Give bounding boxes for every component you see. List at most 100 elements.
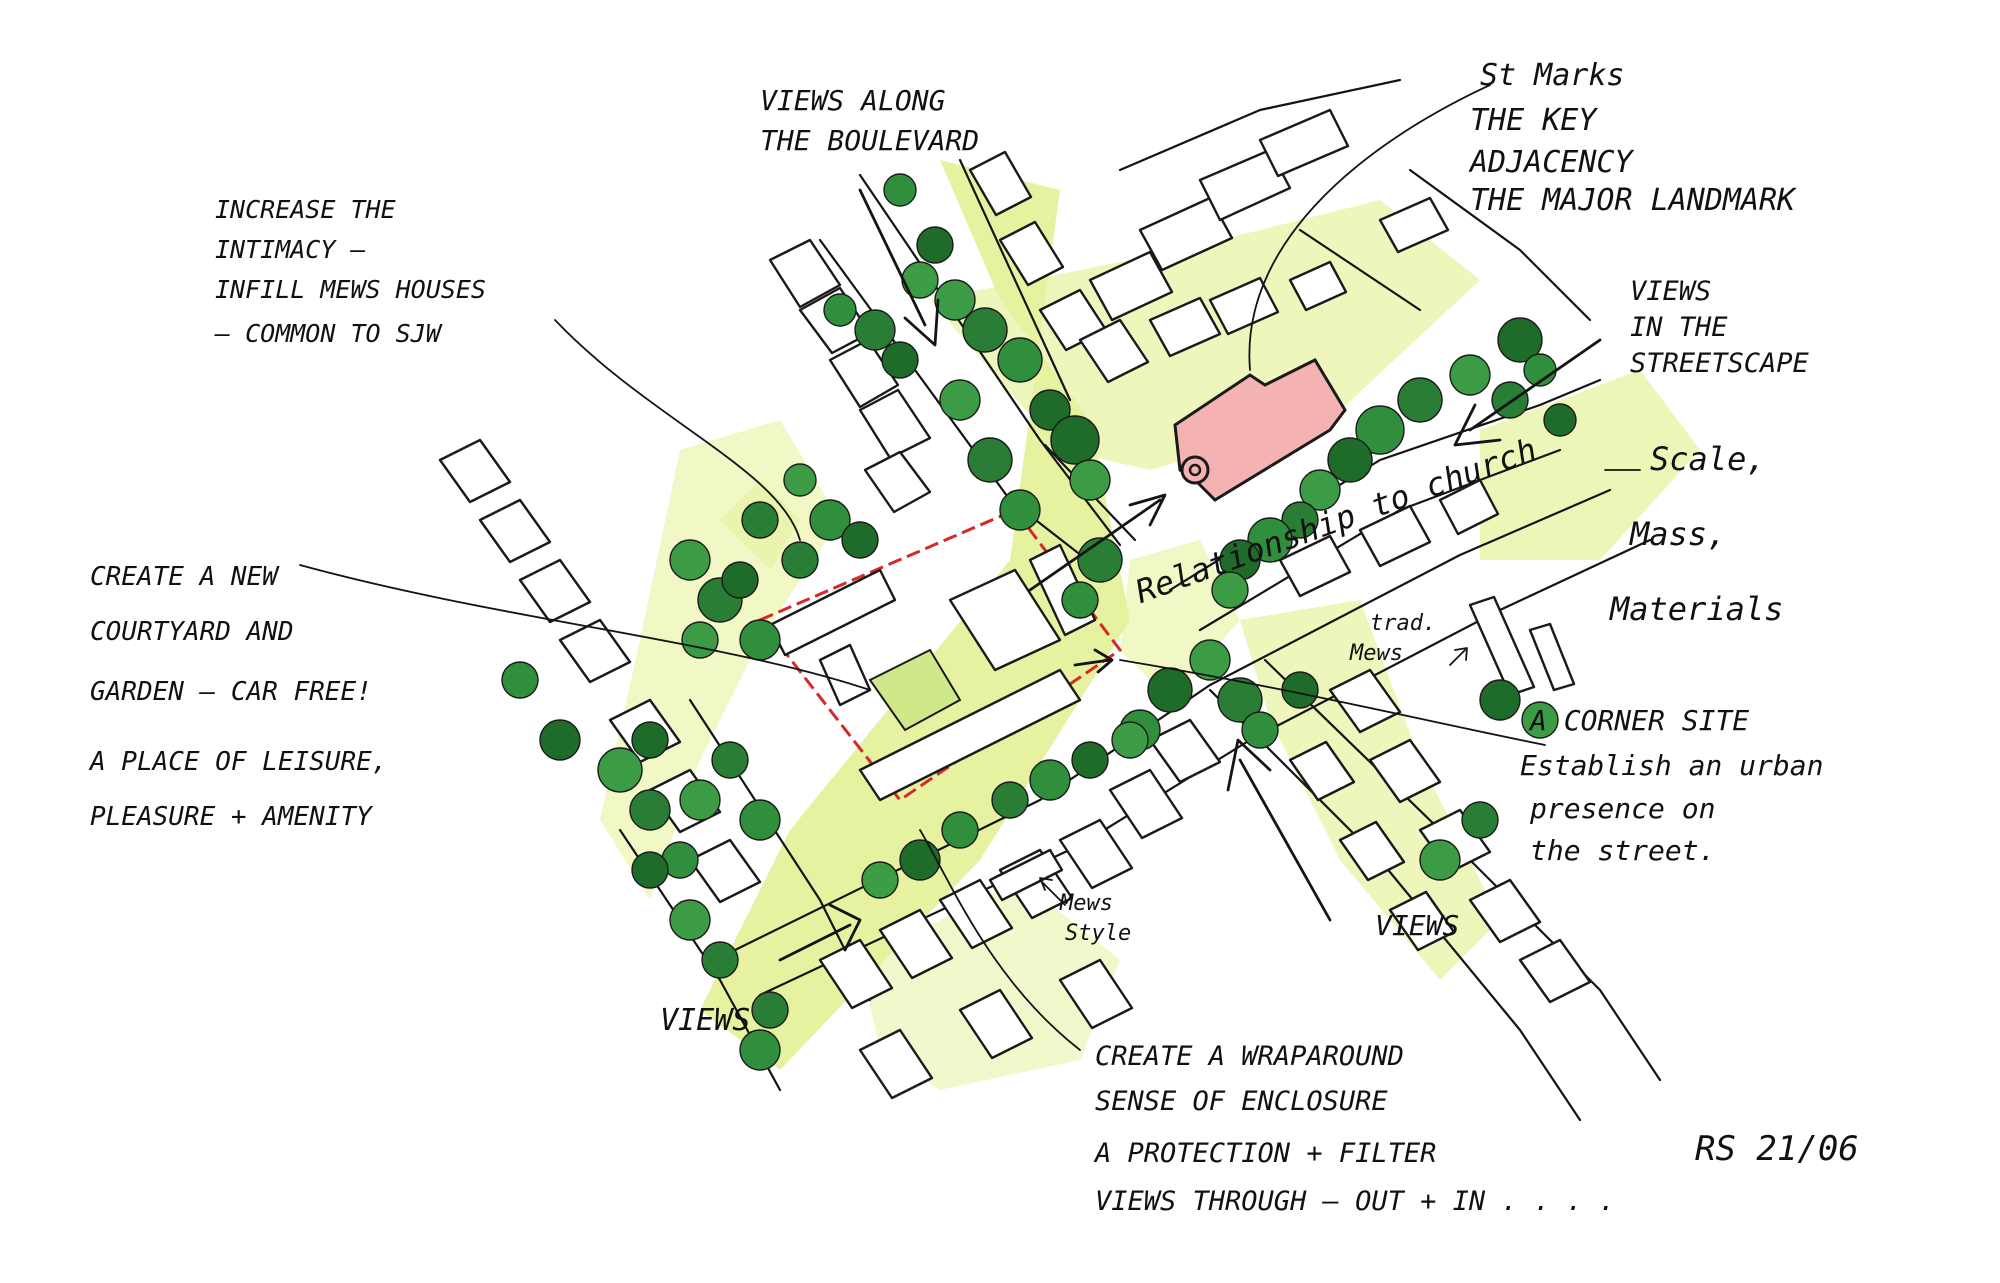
tree-icon [711,741,749,779]
building [1368,738,1442,804]
tree-icon [751,991,789,1029]
tree-icon [999,489,1041,531]
tree-icon [739,799,781,841]
tree-icon [939,379,981,421]
tree-icon [881,341,919,379]
wraparound-note: CREATE A WRAPAROUND SENSE OF ENCLOSURE A… [1093,1041,1615,1217]
building [968,150,1033,217]
tree-icon [669,539,711,581]
street-lines [618,78,1662,1122]
tree-icon [1029,759,1071,801]
buildings [438,108,1592,1100]
leader-line [919,829,1081,1051]
arrows [299,84,1641,1051]
tree-icon [854,309,896,351]
tree-icon [883,173,917,207]
tree-icon [701,941,739,979]
building [988,848,1064,902]
tree-icon [739,1029,781,1071]
building [998,220,1065,287]
leader-line [1449,647,1468,666]
tree-icon [1461,801,1499,839]
building [863,450,932,514]
building [858,1028,934,1100]
tree-icon [934,279,976,321]
building [1288,260,1348,312]
building [558,618,632,684]
tree-icon [629,789,671,831]
building [1468,878,1542,944]
building [1518,938,1592,1004]
building [828,338,900,409]
leader-line [299,564,871,691]
tree-icon [631,851,669,889]
church [1173,358,1347,502]
building [1358,504,1432,568]
building [438,438,512,504]
building [1288,740,1356,802]
tree-icon [967,437,1013,483]
tree-icon [997,337,1043,383]
building [518,558,592,624]
corner-site-note: A CORNER SITE Establish an urban presenc… [1520,704,1840,867]
tree-icon [597,747,643,793]
tree-icon [1211,571,1249,609]
tree-icon [1479,679,1521,721]
views-streetscape-note: VIEWS IN THE STREETSCAPE [1630,276,1810,379]
tree-icon [669,899,711,941]
tree-icon [1281,501,1319,539]
building [1108,768,1184,840]
tree-icon [1543,403,1577,437]
views-left-note: VIEWS [660,1003,750,1038]
arrow-to-church [1028,493,1167,592]
tree-icon [1071,741,1109,779]
building [478,498,552,564]
building [1438,478,1500,536]
new-courtyard-note: CREATE A NEW COURTYARD AND GARDEN – CAR … [88,562,403,832]
tree-icon [861,861,899,899]
building [1078,318,1150,384]
tree-icon [741,501,779,539]
arrow-streetscape-views [1453,338,1602,447]
building [1058,818,1134,890]
tree-icon [1217,677,1263,723]
increase-intimacy-note: INCREASE THE INTIMACY – INFILL MEWS HOUS… [214,195,501,348]
building [1148,718,1222,784]
annotations: VIEWS ALONG THE BOULEVARD INCREASE THE I… [88,58,1859,1217]
building [938,878,1014,950]
building [1468,595,1536,697]
tree-icon [1327,437,1373,483]
building [1388,890,1456,952]
tree-icon [1355,405,1405,455]
tree-icon [631,721,669,759]
building [1328,668,1402,734]
tree-icon [916,226,954,264]
building [1058,958,1134,1030]
views-right-note: VIEWS [1375,909,1459,942]
tree-icon [1029,389,1071,431]
tree-icon [1521,701,1559,739]
scale-mass-materials-note: Scale, Mass, Materials [1609,440,1785,628]
building [1138,196,1234,272]
building [958,988,1034,1060]
tree-icon [501,661,539,699]
tree-icon [1241,711,1279,749]
tree-icon [1050,415,1100,465]
leader-line [1119,659,1546,746]
building [1198,148,1292,222]
tree-icon [841,521,879,559]
site-boundary [757,508,1123,803]
building [858,668,1082,802]
leader-line [554,319,801,541]
leader-line [1039,877,1066,906]
building [688,838,762,904]
tree-icon [681,621,719,659]
tree-icon [991,781,1029,819]
building [1528,622,1576,692]
building [1338,820,1406,882]
tree-icon [539,719,581,761]
tree-icon [823,293,857,327]
views-boulevard-note: VIEWS ALONG THE BOULEVARD [760,84,979,157]
tree-icon [1497,317,1543,363]
